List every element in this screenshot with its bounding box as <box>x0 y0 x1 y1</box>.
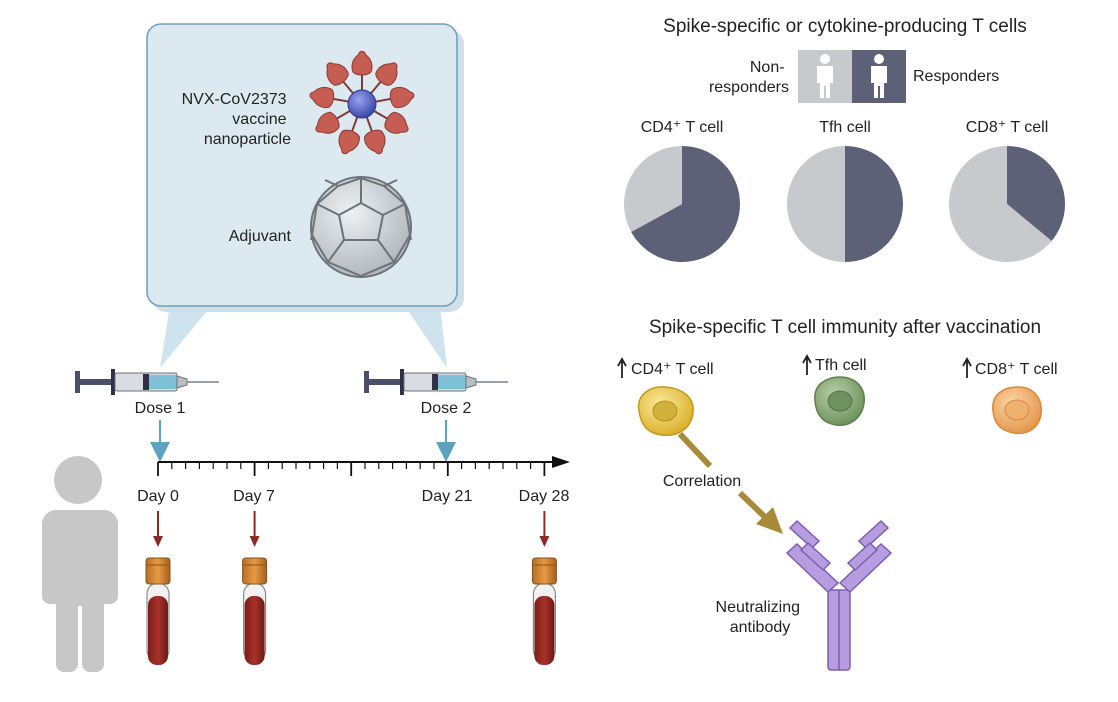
antibody-icon <box>785 519 893 671</box>
dose-2-label: Dose 2 <box>421 400 472 417</box>
blood-draws <box>145 511 557 665</box>
adjuvant-icon <box>310 176 412 278</box>
timeline <box>157 456 570 476</box>
callout-box <box>146 23 458 307</box>
nanoparticle-icon <box>309 50 415 155</box>
pie-slice-responders <box>845 146 903 262</box>
syringe-icon <box>75 369 219 395</box>
pie-charts <box>623 146 1066 263</box>
immunity-panel-title: Spike-specific T cell immunity after vac… <box>649 317 1041 338</box>
callout-pointer-right <box>404 305 447 368</box>
correlation-arrow <box>677 431 783 534</box>
up-arrow-icon <box>617 357 627 378</box>
day-21-label: Day 21 <box>422 488 473 505</box>
day-0-label: Day 0 <box>137 488 179 505</box>
correlation-label: Correlation <box>663 473 741 490</box>
day-28-label: Day 28 <box>519 488 570 505</box>
cell-cd4: CD4⁺ T cell <box>617 357 714 436</box>
day-7-label: Day 7 <box>233 488 275 505</box>
dose-1-label: Dose 1 <box>135 400 186 417</box>
spike-protein-icon <box>363 129 386 155</box>
cell-tfh-label: Tfh cell <box>815 357 867 374</box>
pie-3-label: CD8⁺ T cell <box>966 119 1049 136</box>
legend-person-icon-light <box>817 54 833 98</box>
spike-protein-icon <box>389 86 415 109</box>
callout: NVX-CoV2373 vaccine nanoparticle Adjuvan… <box>146 23 464 368</box>
adjuvant-label: Adjuvant <box>229 228 292 245</box>
spike-protein-icon <box>351 50 373 76</box>
blood-tube-icon <box>531 511 557 665</box>
pie-slice-non-responders <box>623 146 682 232</box>
spike-protein-icon <box>326 62 349 86</box>
antibody-label: Neutralizing antibody <box>716 599 805 636</box>
up-arrow-icon <box>962 357 972 378</box>
spike-protein-icon <box>375 62 398 86</box>
person-icon <box>42 456 118 672</box>
cell-cd8: CD8⁺ T cell <box>962 357 1058 435</box>
blood-tube-icon <box>145 511 171 665</box>
legend-person-icon-dark <box>871 54 887 98</box>
syringes <box>75 369 508 395</box>
responders-panel-title: Spike-specific or cytokine-producing T c… <box>663 16 1027 37</box>
spike-protein-icon <box>315 111 340 134</box>
callout-pointer-left <box>160 305 212 368</box>
cell-cd4-label: CD4⁺ T cell <box>631 361 714 378</box>
cell-cd8-label: CD8⁺ T cell <box>975 361 1058 378</box>
spike-protein-icon <box>309 86 335 109</box>
cell-tfh: Tfh cell <box>802 354 867 426</box>
pie-slice-non-responders <box>949 146 1052 263</box>
syringe-icon <box>364 369 508 395</box>
blood-tube-icon <box>242 511 268 665</box>
nanoparticle-label: NVX-CoV2373 vaccine nanoparticle <box>182 91 292 148</box>
pie-slice-responders <box>631 146 740 262</box>
pie-slice-responders <box>1007 146 1066 241</box>
up-arrow-icon <box>802 354 812 375</box>
legend-responders-label: Responders <box>913 68 999 85</box>
spike-protein-icon <box>338 129 361 155</box>
spike-protein-icon <box>384 111 409 134</box>
pie-1-label: CD4⁺ T cell <box>641 119 724 136</box>
responders-legend: Non- responders Responders <box>709 50 999 103</box>
pie-2-label: Tfh cell <box>819 119 871 136</box>
legend-non-responders-label: Non- responders <box>709 59 789 96</box>
pie-slice-non-responders <box>787 146 845 262</box>
